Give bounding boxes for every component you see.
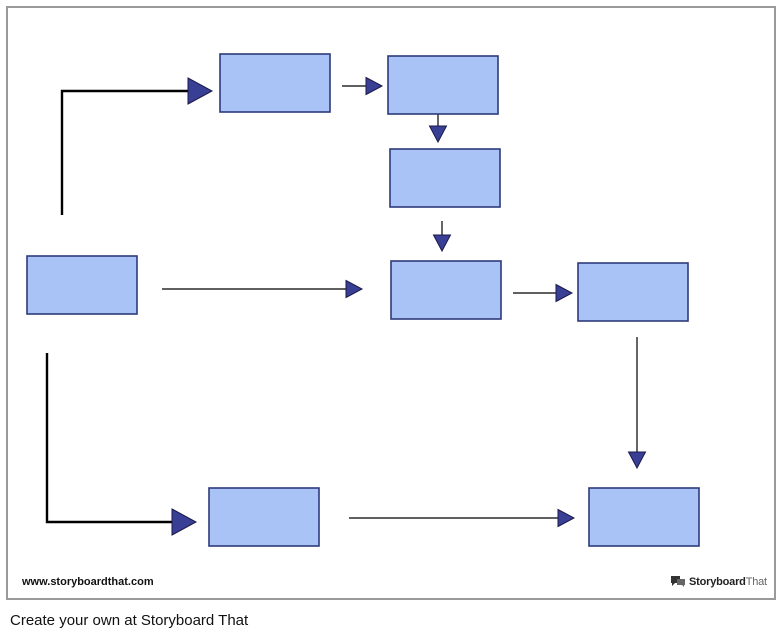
brand-name-bold: Storyboard — [689, 575, 746, 588]
edge-right-1-to-bottom-2 — [627, 337, 647, 470]
arrow-head-icon — [557, 508, 576, 528]
edge-start-to-center — [162, 279, 364, 299]
flowchart-box-right-1[interactable] — [577, 262, 689, 322]
edge-top-1-to-top-2 — [342, 76, 384, 96]
connector-line — [60, 89, 188, 215]
edges-layer — [45, 76, 647, 536]
flowchart-box-center[interactable] — [390, 260, 502, 320]
arrow-head-icon — [432, 234, 452, 253]
edge-start-to-bottom-1 — [45, 353, 198, 536]
caption-create-your-own[interactable]: Create your own at Storyboard That — [10, 612, 249, 629]
arrow-head-icon — [428, 125, 448, 144]
flowchart-box-start[interactable] — [26, 255, 138, 315]
arrow-head-icon — [345, 279, 364, 299]
arrow-head-icon — [171, 508, 198, 536]
flowchart-box-bottom-1[interactable] — [208, 487, 320, 547]
edge-mid-1-to-center — [432, 221, 452, 253]
flowchart-box-bottom-2[interactable] — [588, 487, 700, 547]
flowchart-box-top-2[interactable] — [387, 55, 499, 115]
connector-line — [45, 353, 172, 524]
edge-center-to-right-1 — [513, 283, 574, 303]
arrow-head-icon — [365, 76, 384, 96]
arrow-head-icon — [627, 451, 647, 470]
storyboardthat-logo[interactable]: StoryboardThat — [670, 575, 767, 588]
arrow-head-icon — [555, 283, 574, 303]
arrow-head-icon — [187, 77, 214, 105]
flowchart-box-mid-1[interactable] — [389, 148, 501, 208]
brand-name: StoryboardThat — [689, 576, 767, 588]
edge-bottom-1-to-bottom-2 — [349, 508, 576, 528]
brand-name-light: That — [745, 575, 767, 588]
nodes-layer — [26, 53, 700, 547]
edge-top-2-to-mid-1 — [428, 114, 448, 144]
flowchart-box-top-1[interactable] — [219, 53, 331, 113]
speech-bubbles-icon — [671, 576, 685, 587]
footer-url[interactable]: www.storyboardthat.com — [22, 576, 154, 588]
edge-start-to-top-1 — [60, 77, 214, 215]
